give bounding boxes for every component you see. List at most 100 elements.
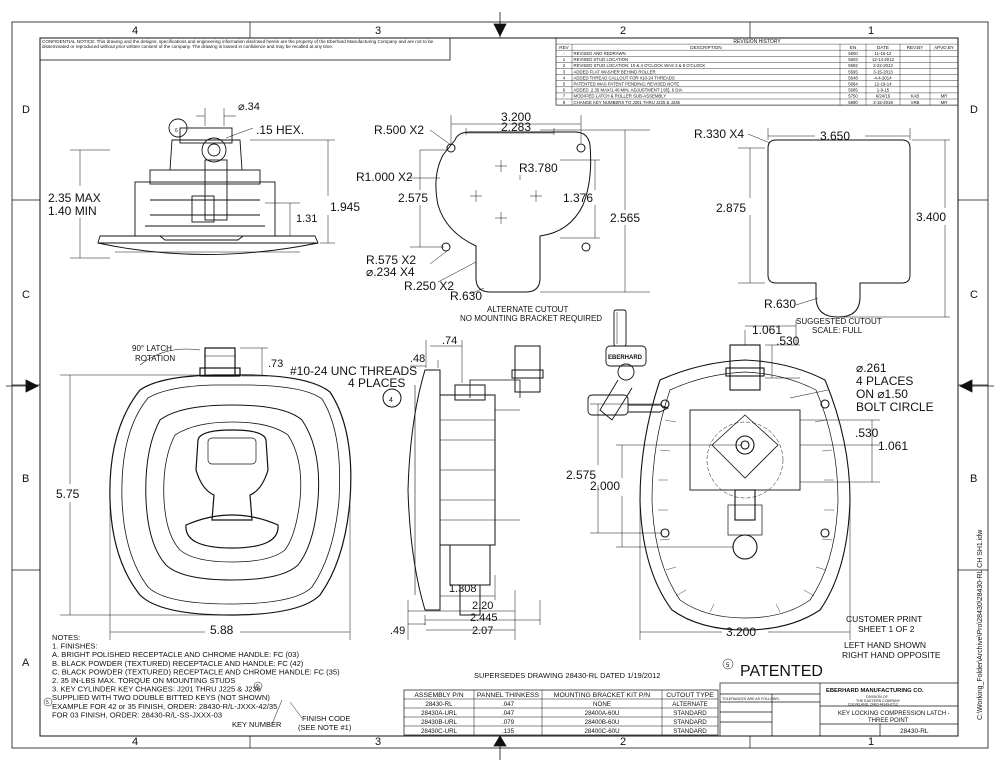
part-number: 28430-RL: [900, 728, 929, 735]
zone-number-2-bottom: 2: [620, 736, 626, 748]
rev-cell: 5684: [848, 82, 858, 87]
dim-front-575: 5.75: [56, 487, 80, 501]
dim-max-height: 2.35 MAX: [48, 191, 101, 205]
assembly-table: ASSEMBLY P/N PANNEL THINKESS MOUNTING BRAC…: [403, 689, 719, 736]
dim-hex: .15 HEX.: [256, 123, 304, 137]
dim-sug-r630: R.630: [764, 297, 796, 311]
sug-cutout-caption-1: SUGGESTED CUTOUT: [796, 317, 882, 326]
asm-cell: ALTERNATE: [672, 701, 708, 708]
zone-letter-a: A: [22, 657, 30, 669]
rev-cell: 5595: [848, 69, 858, 74]
dim-sec-207: 2.07: [472, 625, 493, 637]
dim-front-73: .73: [268, 358, 283, 370]
drawing-title-2: THREE POINT: [868, 718, 909, 724]
rev-header-5: APVD.BY: [934, 45, 954, 50]
note-line: A. BRIGHT POLISHED RECEPTACLE AND CHROME…: [52, 650, 299, 659]
zone-letter-d-right: D: [970, 104, 978, 116]
asm-cell: 28430B-URL: [421, 719, 457, 726]
dim-alt-hole: ⌀.234 X4: [366, 265, 415, 279]
rev-cell: 2: [563, 63, 566, 68]
rev-cell: MODIFIED LATCH & ROLLER SUB-ASSEMBLY: [574, 94, 667, 99]
zone-number-4: 4: [132, 25, 138, 37]
rev-cell: 5592: [848, 63, 858, 68]
dim-back-3200: 3.200: [726, 625, 756, 639]
alt-cutout-caption-1: ALTERNATE CUTOUT: [487, 305, 568, 314]
rev-header-2: EN: [850, 45, 856, 50]
dim-back-530a: .530: [776, 334, 800, 348]
asm-table-frame: [403, 689, 719, 736]
alternate-cutout-view: [408, 115, 650, 295]
asm-cell: 28400A-60U: [585, 710, 620, 717]
dim-alt-2575: 2.575: [398, 191, 428, 205]
right-hand-opposite: RIGHT HAND OPPOSITE: [842, 650, 941, 660]
confidential-box: [39, 37, 451, 61]
dim-alt-2283: 2.283: [501, 120, 531, 134]
zone-number-3-bottom: 3: [375, 736, 381, 748]
rev-cell: 2-22-2013: [873, 63, 893, 68]
finish-code-note: (SEE NOTE #1): [298, 723, 352, 732]
alt-cutout-caption-2: NO MOUNTING BRACKET REQUIRED: [460, 314, 602, 323]
rev-header-0: REV: [559, 45, 569, 50]
back-view: [590, 320, 880, 640]
side-view-dimensions: 6 ⌀.34 .15 HEX. 2.35 MAX 1.40 MIN 1.31 1…: [48, 101, 360, 225]
note-line: SUPPLIED WITH TWO DOUBLE BITTED KEYS (NO…: [52, 693, 270, 702]
confidential-notice: CONFIDENTIAL NOTICE: This drawing and th…: [42, 39, 434, 50]
dim-sug-3650: 3.650: [820, 129, 850, 143]
centering-arrows: [6, 12, 994, 760]
rev-cell: 4-4-2014: [874, 75, 892, 80]
asm-header-2: MOUNTING BRACKET KIT P/N: [554, 692, 651, 699]
zone-number-1: 1: [868, 25, 874, 37]
zone-labels: 4 3 2 1 4 3 2 1 D C B A D C B: [22, 25, 978, 748]
note-line: EXAMPLE FOR 42 or 35 FINISH, ORDER: 2843…: [52, 702, 277, 711]
dim-sug-r330: R.330 X4: [694, 127, 744, 141]
notes: NOTES:1. FINISHES: A. BRIGHT POLISHED RE…: [52, 633, 340, 719]
sug-cutout-caption-2: SCALE: FULL: [812, 326, 863, 335]
rev-cell: 3-15-2013: [873, 69, 893, 74]
note-line: 2. 35 IN-LBS MAX. TORQUE ON MOUNTING STU…: [52, 676, 235, 685]
front-rotation-2: ROTATION: [135, 354, 175, 363]
rev-cell: 5: [563, 82, 566, 87]
asm-header-0: ASSEMBLY P/N: [414, 692, 463, 699]
marker-4-label: 4: [389, 397, 393, 404]
inner-border: [39, 37, 959, 737]
asm-cell: .135: [502, 728, 515, 735]
drawing-title-1: KEY LOCKING COMPRESSION LATCH -: [838, 711, 950, 717]
rev-cell: 6/24/16: [876, 94, 891, 99]
dim-back-dia261: ⌀.261: [856, 361, 887, 375]
zone-number-2: 2: [620, 25, 626, 37]
alternate-cutout-dimensions: 3.200 2.283 R.500 X2 R1.000 X2 R3.780 2.…: [356, 110, 640, 323]
dim-back-530b: .530: [855, 426, 879, 440]
dim-back-1061a: 1.061: [752, 323, 782, 337]
rev-cell: ADDED THREAD CALLOUT FOR #10-24 THREADS: [574, 75, 675, 80]
rev-table-frame: [555, 37, 959, 106]
back-receptacle-outer: [639, 359, 851, 631]
dim-sec-2445: 2.445: [470, 612, 498, 624]
rev-cell: 1-9-15: [877, 88, 890, 93]
zone-number-4-bottom: 4: [132, 736, 138, 748]
dim-alt-r3780: R3.780: [519, 161, 558, 175]
asm-header-1: PANNEL THINKESS: [477, 692, 540, 699]
note-line: C. BLACK POWDER (TEXTURED) RECEPTACLE AN…: [52, 667, 340, 676]
dim-sec-74: .74: [442, 335, 457, 347]
tolerance-header: TOLERANCES ARE AS FOLLOWS:: [722, 697, 780, 701]
note-line: B. BLACK POWDER (TEXTURED) RECEPTACLE AN…: [52, 659, 304, 668]
rev-cell: 1: [563, 57, 566, 62]
division-line-2: THE EASTERN COMPANY: [856, 699, 901, 703]
rev-cell: MR: [941, 100, 948, 105]
zone-letter-d: D: [22, 104, 30, 116]
dim-alt-r1000: R1.000 X2: [356, 170, 413, 184]
zone-letter-c: C: [22, 289, 30, 301]
left-hand-shown: LEFT HAND SHOWN: [844, 640, 926, 650]
marker-5-label: 5: [726, 663, 730, 669]
confidential-notice-text: CONFIDENTIAL NOTICE: This drawing and th…: [42, 39, 434, 50]
suggested-cutout-view: [738, 128, 950, 318]
sheet-number: SHEET 1 OF 2: [858, 624, 915, 634]
rev-cell: 12-14-2012: [872, 57, 895, 62]
note-line: FOR 03 FINISH, ORDER: 28430-R/L-SS-JXXX-…: [52, 710, 222, 719]
dim-sec-1308: 1.308: [449, 583, 477, 595]
rev-cell: 5648: [848, 75, 858, 80]
keys-illustration: [587, 309, 670, 421]
asm-header-3: CUTOUT TYPE: [666, 692, 714, 699]
threads-callout-1: #10-24 UNC THREADS: [290, 364, 417, 378]
marker-6-label: 6: [175, 128, 178, 134]
